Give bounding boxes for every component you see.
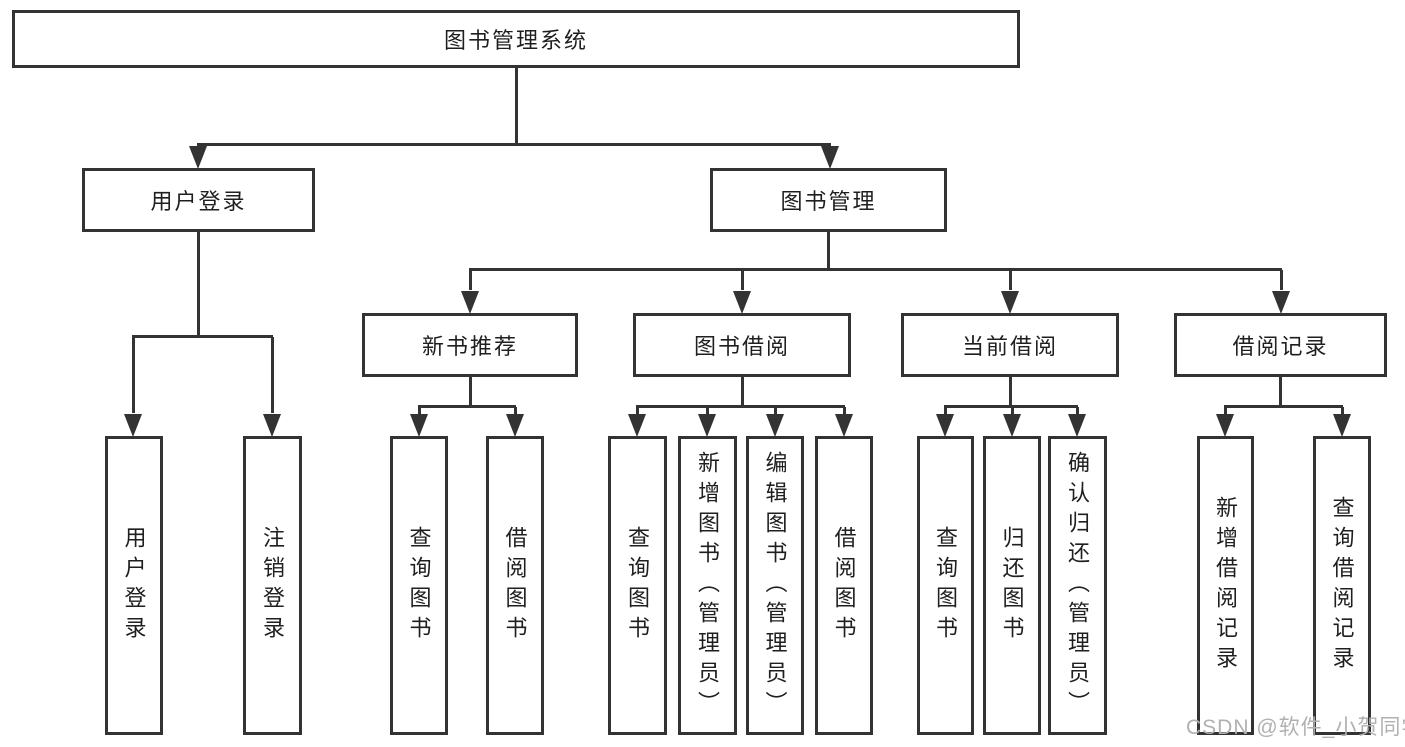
arrowhead-down [698, 414, 716, 437]
connector-stub-current-borrow [1009, 377, 1012, 407]
connector-drop [636, 407, 639, 415]
leaf-borrow-borrow-books: 借阅图书 [815, 436, 873, 735]
connector-drop [469, 270, 472, 290]
connector-stub-new-book [469, 377, 472, 407]
connector-stub-user-login [197, 232, 200, 337]
connector-drop [271, 337, 274, 413]
leaf-recommend-borrow-books: 借阅图书 [486, 436, 544, 735]
leaf-logout: 注销登录 [243, 436, 302, 735]
leaf-borrow-add-books-admin: 新增图书（管理员） [678, 436, 737, 735]
leaf-current-query-books: 查询图书 [917, 436, 974, 735]
connector-hline-level3 [469, 268, 1282, 271]
connector-hline-user-login [132, 335, 273, 338]
connector-drop [1076, 407, 1079, 415]
arrowhead-down [263, 414, 281, 437]
connector-stub-root [515, 68, 518, 145]
leaf-records-query-borrow-record: 查询借阅记录 [1313, 436, 1371, 735]
node-borrow-records: 借阅记录 [1174, 313, 1387, 377]
connector-drop [1341, 407, 1344, 415]
connector-drop [774, 407, 777, 415]
arrowhead-down [821, 146, 839, 169]
connector-drop [843, 407, 846, 415]
connector-drop [1011, 407, 1014, 415]
arrowhead-down [628, 414, 646, 437]
leaf-borrow-query-books: 查询图书 [608, 436, 667, 735]
arrowhead-down [1216, 414, 1234, 437]
connector-hline-level1 [197, 143, 831, 146]
arrowhead-down [506, 414, 524, 437]
node-user-login: 用户登录 [82, 168, 315, 232]
arrowhead-down [766, 414, 784, 437]
connector-drop [514, 407, 517, 415]
arrowhead-down [936, 414, 954, 437]
arrowhead-down [124, 414, 142, 437]
connector-drop [1224, 407, 1227, 415]
arrowhead-down [1001, 291, 1019, 314]
connector-drop [1280, 270, 1283, 290]
arrowhead-down [189, 146, 207, 169]
arrowhead-down [1003, 414, 1021, 437]
connector-stub-book-borrow [741, 377, 744, 407]
leaf-recommend-query-books: 查询图书 [390, 436, 448, 735]
connector-drop [741, 270, 744, 290]
arrowhead-down [410, 414, 428, 437]
connector-drop [418, 407, 421, 415]
arrowhead-down [461, 291, 479, 314]
node-current-borrow: 当前借阅 [901, 313, 1119, 377]
watermark: CSDN @软件_小贺同学 [1186, 716, 1405, 739]
leaf-records-add-borrow-record: 新增借阅记录 [1197, 436, 1254, 735]
arrowhead-down [1333, 414, 1351, 437]
connector-drop [132, 337, 135, 413]
connector-hline-book-borrow [636, 405, 845, 408]
leaf-borrow-edit-books-admin: 编辑图书（管理员） [746, 436, 804, 735]
connector-drop [1009, 270, 1012, 290]
node-new-book-recommend: 新书推荐 [362, 313, 578, 377]
arrowhead-down [1068, 414, 1086, 437]
arrowhead-down [835, 414, 853, 437]
connector-hline-new-book [418, 405, 516, 408]
connector-stub-book-management [827, 232, 830, 270]
leaf-current-confirm-return-admin: 确认归还（管理员） [1048, 436, 1107, 735]
connector-stub-borrow-records [1279, 377, 1282, 407]
arrowhead-down [733, 291, 751, 314]
connector-drop [706, 407, 709, 415]
node-book-borrow: 图书借阅 [633, 313, 851, 377]
connector-drop [944, 407, 947, 415]
node-book-management: 图书管理 [710, 168, 947, 232]
connector-hline-current-borrow [944, 405, 1078, 408]
node-root: 图书管理系统 [12, 10, 1020, 68]
connector-hline-borrow-records [1224, 405, 1343, 408]
leaf-current-return-books: 归还图书 [983, 436, 1041, 735]
leaf-user-login: 用户登录 [105, 436, 163, 735]
arrowhead-down [1272, 291, 1290, 314]
